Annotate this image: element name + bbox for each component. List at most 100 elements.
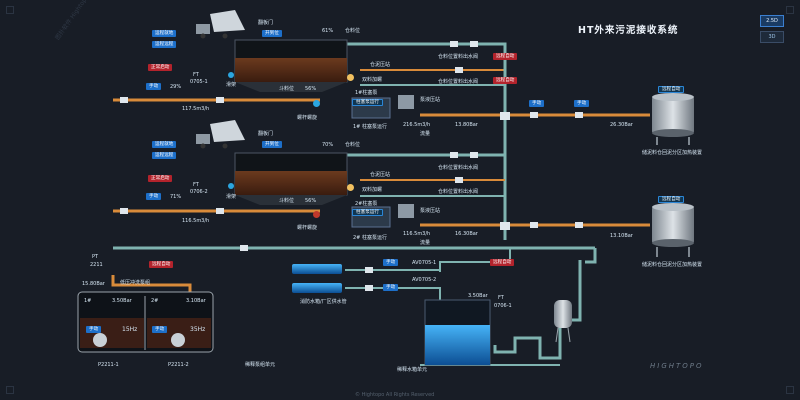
pump-name: 1#柱塞泵: [355, 90, 378, 96]
flow2: 216.5m3/h: [403, 122, 431, 128]
corner-decoration: [786, 6, 794, 14]
dump-truck-1: [196, 10, 245, 39]
pump-group-box: [77, 291, 214, 353]
pump1-id: 1#: [84, 298, 92, 304]
slide-percent: 56%: [305, 86, 317, 92]
pipe-av-line2: [345, 287, 441, 300]
dilution-tank: [424, 299, 491, 366]
flow-rate: 116.5m3/h: [182, 218, 210, 224]
label-pressure-pump: 双料加螺: [362, 187, 383, 193]
valve-label-b: 仓料位置料出水阀: [438, 79, 479, 85]
dilution-tank-label: 稀释水箱单元: [397, 367, 428, 373]
pressure: 13.80Bar: [455, 122, 478, 128]
view-2.5d-button[interactable]: 2.5D: [760, 15, 784, 27]
corner-decoration: [6, 386, 14, 394]
tank-pressure: 3.50Bar: [468, 293, 488, 299]
scraper-icon: [313, 211, 320, 218]
level-percent: 70%: [322, 142, 334, 148]
label-hold: 仓泥压站: [370, 62, 391, 68]
tag-manual[interactable]: 手动: [383, 259, 399, 266]
label-scraper: 螺杆螺旋: [297, 115, 318, 121]
dump-truck-2: [196, 120, 245, 149]
tank-left-label: 消防水箱/厂区供水管: [300, 299, 347, 305]
pump2-mode[interactable]: 手动: [152, 326, 168, 333]
pump1-pressure: 3.50Bar: [112, 298, 132, 304]
tank-tag: 远程自动: [658, 86, 685, 93]
pump-state: 柱塞泵运行: [352, 209, 383, 216]
tag-manual-3[interactable]: 手动: [574, 100, 590, 107]
tag-remote: 运程远程: [152, 41, 177, 48]
label-scraper: 螺杆螺旋: [297, 225, 318, 231]
system-title: HT外来污泥接收系统: [578, 25, 679, 36]
tag-remote-auto: 远程自动: [149, 261, 174, 268]
label-pressure-pump: 双料加螺: [362, 77, 383, 83]
flow2: 116.5m3/h: [403, 231, 431, 237]
sensor-icon: [228, 183, 234, 189]
label-slide: 滑架: [226, 194, 237, 200]
pump1-freq: 15Hz: [122, 326, 138, 333]
pump2-pressure: 3.10Bar: [186, 298, 206, 304]
corner-decoration: [786, 386, 794, 394]
water-channel-2: [292, 283, 342, 293]
pump2-id: 2#: [151, 298, 159, 304]
tank-label: 储泥料仓回泥分区加热装置: [642, 262, 703, 268]
pt-value: 15.80Bar: [82, 281, 105, 287]
label-gate: 翻板门: [258, 131, 274, 137]
motor-icon: [347, 184, 354, 191]
label-level: 仓料位: [345, 142, 361, 148]
filter-vessel: [554, 300, 572, 343]
pipe-to-pumps: [111, 275, 192, 292]
pipe-flush-turn: [585, 248, 597, 264]
flow-percent: 71%: [170, 194, 182, 200]
pt-code: 2211: [90, 262, 103, 268]
unit-name: 低压冲洗泵组: [120, 280, 151, 286]
pt-label: PT: [92, 254, 99, 260]
pump-label: 1# 柱塞泵运行: [353, 124, 387, 130]
ft-code: 0705-1: [190, 79, 208, 85]
storage-tank-1: [652, 93, 694, 145]
label-ft: FT: [193, 72, 199, 78]
tag-local: 运程就地: [152, 141, 177, 148]
pressure: 16.30Bar: [455, 231, 478, 237]
tag-gate-open: 开到位: [262, 30, 282, 37]
tank-pressure: 13.10Bar: [610, 233, 633, 239]
sludge-silo-1: [234, 39, 348, 92]
tag-manual-2[interactable]: 手动: [529, 100, 545, 107]
tag-manual[interactable]: 手动: [146, 83, 162, 90]
brand-logo: HIGHTOPO: [650, 362, 704, 370]
flow-percent: 29%: [170, 84, 182, 90]
pipe-unit1-top: [347, 42, 507, 62]
tag-normal-start: 正常启动: [148, 64, 173, 71]
pump2-freq: 35Hz: [190, 326, 206, 333]
footer-copyright: © Hightopo All Rights Reserved: [355, 392, 435, 398]
pump-group-label: 稀释泵组单元: [245, 362, 276, 368]
view-3d-button[interactable]: 3D: [760, 31, 784, 43]
pump1-mode[interactable]: 手动: [86, 326, 102, 333]
pump1-name: P2211-1: [98, 362, 119, 368]
pump-state: 柱塞泵运行: [352, 99, 383, 106]
tag-manual-b[interactable]: 手动: [383, 284, 399, 291]
flow2-label: 流量: [420, 240, 431, 246]
motor-icon: [347, 74, 354, 81]
valve-av-2: AV0705-2: [412, 277, 437, 283]
valve-markers: [120, 41, 583, 291]
water-channel-1: [292, 264, 342, 274]
sludge-silo-2: [234, 152, 348, 205]
storage-tank-2: [652, 203, 694, 257]
pipe-av-1: [439, 248, 511, 272]
ft-code: 0706-2: [190, 189, 208, 195]
scraper-icon: [313, 100, 320, 107]
ft-code: 0706-1: [494, 303, 512, 309]
tag-remote-auto: 远程自动: [493, 53, 518, 60]
label-level: 仓料位: [345, 28, 361, 34]
tag-manual[interactable]: 手动: [146, 193, 162, 200]
valve-av-1: AV0705-1: [412, 260, 437, 266]
flow2-label: 流量: [420, 131, 431, 137]
tag-normal-start: 正常启动: [148, 175, 173, 182]
tag-remote-auto-2: 远程自动: [493, 77, 518, 84]
label-ft: FT: [193, 182, 199, 188]
label-slide: 滑架: [226, 82, 237, 88]
pump2-name: P2211-2: [168, 362, 189, 368]
